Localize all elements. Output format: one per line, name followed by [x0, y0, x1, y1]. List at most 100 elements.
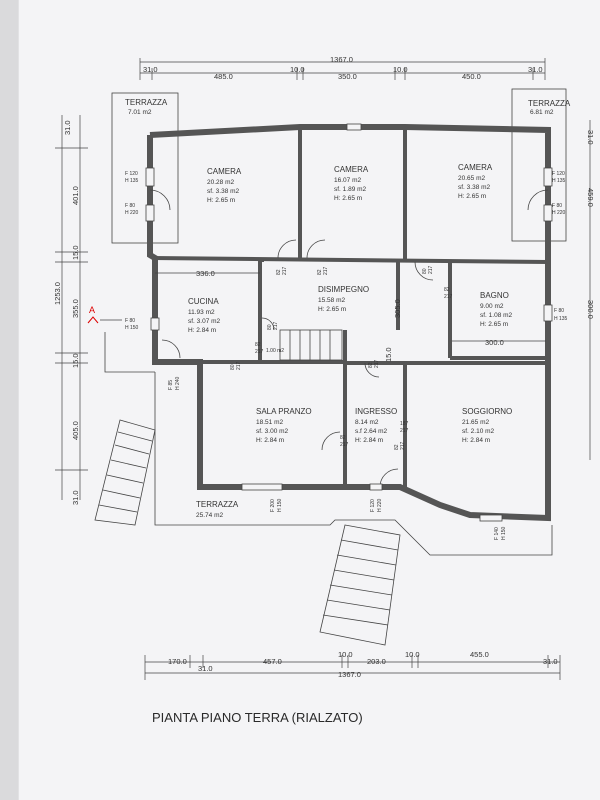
- room-terrazza-nw: TERRAZZA 7.01 m2: [125, 98, 168, 116]
- room-sala-pranzo: SALA PRANZO 18.51 m2 sf. 3.00 m2 H: 2.84…: [256, 407, 312, 444]
- room-info: sf. 3.38 m2: [458, 184, 491, 191]
- bottom-dim-7: 31.0: [543, 657, 558, 666]
- right-dim-2: 300.0: [586, 300, 595, 319]
- room-info: sf. 3.00 m2: [256, 428, 289, 435]
- door-tag: 217: [400, 428, 409, 434]
- door-swings: [149, 189, 549, 488]
- bottom-dim-0: 170.0: [168, 657, 187, 666]
- paper-shadow: [0, 0, 18, 800]
- win-tag: H 240: [175, 376, 181, 390]
- door-tag: 217: [282, 266, 288, 275]
- dim-wall-15: 15.0: [384, 347, 393, 362]
- win-tag: F 80: [554, 308, 564, 314]
- terrace-bottom-outline: [154, 372, 553, 556]
- door-tag: 82: [444, 287, 450, 293]
- room-camera-3: CAMERA 20.65 m2 sf. 3.38 m2 H: 2.65 m: [458, 163, 493, 200]
- top-dimensions: 1367.0 31.0 485.0 10.0 350.0 10.0 450.0 …: [139, 55, 546, 81]
- top-dim-1: 485.0: [214, 72, 233, 81]
- door-tag: 80: [267, 324, 273, 330]
- room-cucina: CUCINA 11.93 m2 sf. 3.07 m2 H: 2.84 m: [188, 297, 221, 334]
- left-dimensions: 31.0 401.0 15.0 1253.0 355.0 15.0 405.0 …: [53, 115, 88, 505]
- door-tag: 82: [317, 269, 323, 275]
- win-tag: H 220: [552, 210, 566, 216]
- room-info: sf. 3.38 m2: [207, 188, 240, 195]
- room-info: 21.65 m2: [462, 419, 489, 426]
- terrace-right: [511, 88, 567, 242]
- door-tag: 82: [340, 435, 346, 441]
- room-info: H: 2.84 m: [355, 437, 383, 444]
- room-soggiorno: SOGGIORNO 21.65 m2 sf. 2.10 m2 H: 2.84 m: [462, 407, 512, 444]
- door-tag: 217: [444, 294, 453, 300]
- top-dim-0: 31.0: [143, 65, 158, 74]
- room-info: 18.51 m2: [256, 419, 283, 426]
- top-dim-6: 31.0: [528, 65, 543, 74]
- terrace-left: [111, 92, 179, 244]
- door-tag: 217: [428, 265, 434, 274]
- door-tag: 82: [368, 362, 374, 368]
- left-dim-2: 15.0: [71, 245, 80, 260]
- room-name: SALA PRANZO: [256, 407, 312, 416]
- win-tag: H 150: [501, 526, 507, 540]
- win-tag: F 80: [125, 203, 135, 209]
- room-info: 25.74 m2: [196, 512, 223, 519]
- win-tag: F 80: [125, 318, 135, 324]
- room-info: sf. 2.10 m2: [462, 428, 495, 435]
- room-info: H: 2.84 m: [462, 437, 490, 444]
- room-info: 9.00 m2: [480, 303, 504, 310]
- left-dim-0: 31.0: [63, 120, 72, 135]
- bottom-dim-3: 10.0: [338, 650, 353, 659]
- room-terrazza-south: TERRAZZA 25.74 m2: [196, 500, 239, 519]
- room-info: H: 2.84 m: [256, 437, 284, 444]
- room-info: s.f 2.64 m2: [355, 428, 388, 435]
- left-dim-6: 31.0: [71, 490, 80, 505]
- room-camera-2: CAMERA 16.07 m2 sf. 1.89 m2 H: 2.65 m: [334, 165, 369, 202]
- bottom-dim-4: 203.0: [367, 657, 386, 666]
- room-name: BAGNO: [480, 291, 509, 300]
- room-ingresso: INGRESSO 8.14 m2 s.f 2.64 m2 H: 2.84 m: [355, 407, 397, 444]
- door-tag: 187: [400, 421, 409, 427]
- win-tag: H 220: [377, 498, 383, 512]
- bottom-dim-5: 10.0: [405, 650, 420, 659]
- win-tag: F 200: [270, 499, 276, 512]
- door-tag: 217: [236, 361, 242, 370]
- win-tag: H 135: [552, 178, 566, 184]
- win-tag: F 120: [370, 499, 376, 512]
- door-tag: 217: [400, 441, 406, 450]
- room-terrazza-ne: TERRAZZA 6.81 m2: [528, 99, 571, 116]
- left-dim-3: 355.0: [71, 299, 80, 318]
- room-name: DISIMPEGNO: [318, 285, 369, 294]
- win-tag: F 80: [552, 203, 562, 209]
- room-name: TERRAZZA: [125, 98, 168, 107]
- room-info: 7.01 m2: [128, 109, 152, 116]
- section-marker-arrow: [87, 316, 99, 324]
- room-info: 16.07 m2: [334, 177, 361, 184]
- right-dim-1: 459.0: [586, 188, 595, 207]
- window-markers: [145, 123, 553, 522]
- room-info: H: 2.65 m: [334, 195, 362, 202]
- win-tag: F 140: [494, 527, 500, 540]
- dim-disimpegno-height: 305.0: [393, 299, 402, 318]
- plan-title: PIANTA PIANO TERRA (RIALZATO): [152, 710, 363, 725]
- bottom-exterior-stair: [319, 524, 401, 646]
- interior-walls: [151, 128, 549, 487]
- win-tag: H 135: [554, 316, 568, 322]
- door-tag: 217: [273, 321, 279, 330]
- door-tag: 217: [340, 442, 349, 448]
- left-dim-4: 15.0: [71, 353, 80, 368]
- left-exterior-stair: [94, 419, 156, 526]
- left-dim-5: 405.0: [71, 421, 80, 440]
- room-info: sf. 3.07 m2: [188, 318, 221, 325]
- room-name: TERRAZZA: [196, 500, 239, 509]
- bottom-dim-1: 31.0: [198, 664, 213, 673]
- win-tag: F 85: [168, 380, 174, 390]
- room-name: TERRAZZA: [528, 99, 571, 108]
- room-info: 15.58 m2: [318, 297, 345, 304]
- room-info: 8.14 m2: [355, 419, 379, 426]
- room-name: SOGGIORNO: [462, 407, 512, 416]
- left-dim-1: 401.0: [71, 186, 80, 205]
- internal-stair: 1.00 m2: [266, 329, 343, 361]
- top-dim-4: 10.0: [393, 65, 408, 74]
- bottom-dimensions: 170.0 31.0 457.0 10.0 203.0 10.0 455.0 3…: [144, 650, 561, 680]
- opening-tags: F 120 H 135 F 80 H 220 F 80 H 150 F 85 H…: [125, 171, 568, 540]
